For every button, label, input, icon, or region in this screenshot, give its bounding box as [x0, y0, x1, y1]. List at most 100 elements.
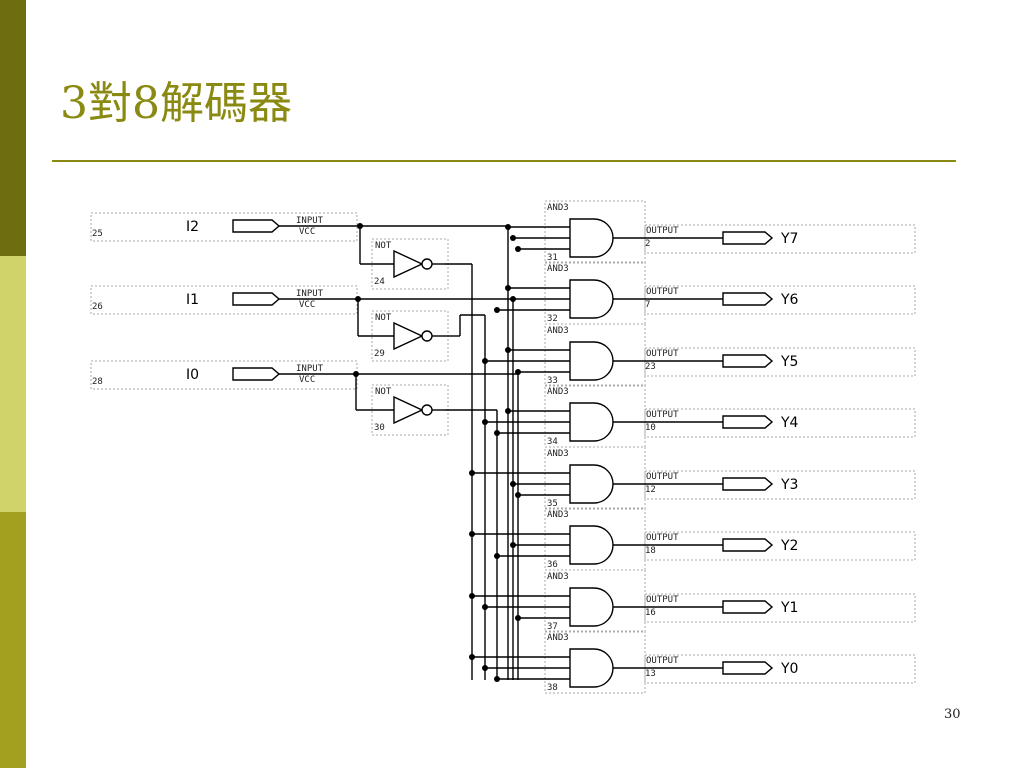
- junction-dot: [505, 285, 511, 291]
- and-number: 34: [547, 437, 558, 447]
- output-label: Y0: [780, 661, 798, 677]
- output-box: [644, 224, 916, 254]
- output-box: [644, 470, 916, 500]
- not-number: 24: [374, 277, 385, 287]
- input-label: I0: [186, 367, 199, 383]
- output-label: Y6: [780, 292, 799, 308]
- output-number: 13: [645, 669, 656, 679]
- not-number: 29: [374, 349, 385, 359]
- output-box: [644, 408, 916, 438]
- input-sub: VCC: [299, 300, 315, 310]
- output-type: OUTPUT: [646, 287, 679, 297]
- input-pin-icon: [232, 292, 281, 306]
- output-type: OUTPUT: [646, 472, 679, 482]
- junction-dot: [505, 347, 511, 353]
- junction-dot: [494, 553, 500, 559]
- junction-dot: [469, 470, 475, 476]
- sidebar-top: [0, 0, 26, 256]
- and-gate-icon: [569, 218, 614, 258]
- input-label: I1: [186, 292, 199, 308]
- output-label: Y4: [780, 415, 799, 431]
- output-pin-icon: [722, 292, 774, 306]
- not-type: NOT: [375, 313, 392, 323]
- input-box: [90, 212, 358, 242]
- and-number: 35: [547, 499, 558, 509]
- and-type: AND3: [547, 203, 569, 213]
- junction-dot: [515, 615, 521, 621]
- and-number: 31: [547, 253, 558, 263]
- output-number: 18: [645, 546, 656, 556]
- input-number: 26: [92, 302, 103, 312]
- junction-dot: [482, 604, 488, 610]
- output-box: [644, 285, 916, 315]
- output-type: OUTPUT: [646, 226, 679, 236]
- output-type: OUTPUT: [646, 595, 679, 605]
- output-label: Y7: [780, 231, 798, 247]
- symbols: [232, 218, 774, 688]
- output-type: OUTPUT: [646, 410, 679, 420]
- junction-dot: [510, 235, 516, 241]
- junction-dot: [494, 676, 500, 682]
- output-box: [644, 531, 916, 561]
- and-type: AND3: [547, 264, 569, 274]
- junction-dot: [469, 531, 475, 537]
- output-box: [644, 593, 916, 623]
- input-pin-icon: [232, 219, 281, 233]
- junction-dot: [510, 481, 516, 487]
- junction-dot: [510, 296, 516, 302]
- output-pin-icon: [722, 231, 774, 245]
- junction-dot: [469, 593, 475, 599]
- junction-dot: [469, 654, 475, 660]
- junction-dot: [482, 358, 488, 364]
- output-number: 7: [645, 300, 650, 310]
- junction-dot: [494, 430, 500, 436]
- output-pin-icon: [722, 415, 774, 429]
- output-box: [644, 654, 916, 684]
- input-sub: VCC: [299, 227, 315, 237]
- and-box: [544, 200, 646, 264]
- and-type: AND3: [547, 326, 569, 336]
- not-bubble-icon: [421, 330, 433, 342]
- input-pin-icon: [232, 367, 281, 381]
- junction-dot: [505, 408, 511, 414]
- not-gate-icon: [393, 395, 424, 425]
- and-gate-icon: [569, 525, 614, 565]
- junction-dot: [510, 542, 516, 548]
- junction-dot: [515, 492, 521, 498]
- slide-title: 3對8解碼器: [60, 78, 292, 129]
- input-number: 28: [92, 377, 103, 387]
- not-gate-icon: [393, 321, 424, 351]
- junction-dot: [494, 307, 500, 313]
- output-pin-icon: [722, 538, 774, 552]
- and-gate-icon: [569, 587, 614, 627]
- junction-dot: [482, 665, 488, 671]
- title-underline: [52, 160, 956, 162]
- and-box: [544, 323, 646, 387]
- wires: [279, 223, 723, 682]
- input-type: INPUT: [296, 289, 324, 299]
- input-sub: VCC: [299, 375, 315, 385]
- output-number: 16: [645, 608, 656, 618]
- input-type: INPUT: [296, 216, 324, 226]
- output-pin-icon: [722, 661, 774, 675]
- and-number: 38: [547, 683, 558, 693]
- input-label: I2: [186, 219, 199, 235]
- output-pin-icon: [722, 354, 774, 368]
- and-number: 37: [547, 622, 558, 632]
- and-type: AND3: [547, 510, 569, 520]
- input-type: INPUT: [296, 364, 324, 374]
- not-bubble-icon: [421, 404, 433, 416]
- not-type: NOT: [375, 241, 392, 251]
- sidebar-bottom: [0, 512, 26, 768]
- dotted-boxes: [90, 200, 916, 694]
- output-number: 2: [645, 239, 650, 249]
- output-label: Y5: [780, 354, 798, 370]
- junction-dot: [515, 369, 521, 375]
- and-box: [544, 446, 646, 510]
- input-number: 25: [92, 229, 103, 239]
- and-gate-icon: [569, 464, 614, 504]
- sidebar-middle: [0, 256, 26, 512]
- and-box: [544, 630, 646, 694]
- output-label: Y1: [780, 600, 798, 616]
